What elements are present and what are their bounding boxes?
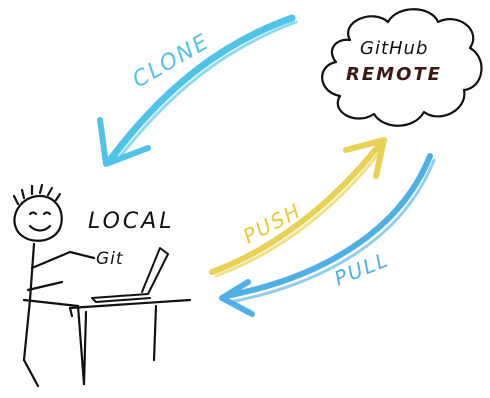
local-title: LOCAL (88, 209, 175, 234)
push-arrow (209, 137, 387, 278)
stick-figure (12, 183, 96, 388)
local-subtitle: Git (96, 249, 124, 269)
remote-subtitle: REMOTE (346, 64, 442, 85)
clone-label: CLONE (129, 29, 215, 93)
desk (68, 298, 192, 386)
pull-arrow (219, 153, 436, 317)
laptop (91, 247, 169, 303)
remote-cloud (321, 8, 483, 127)
remote-title: GitHub (360, 38, 428, 59)
clone-arrow (97, 14, 298, 167)
